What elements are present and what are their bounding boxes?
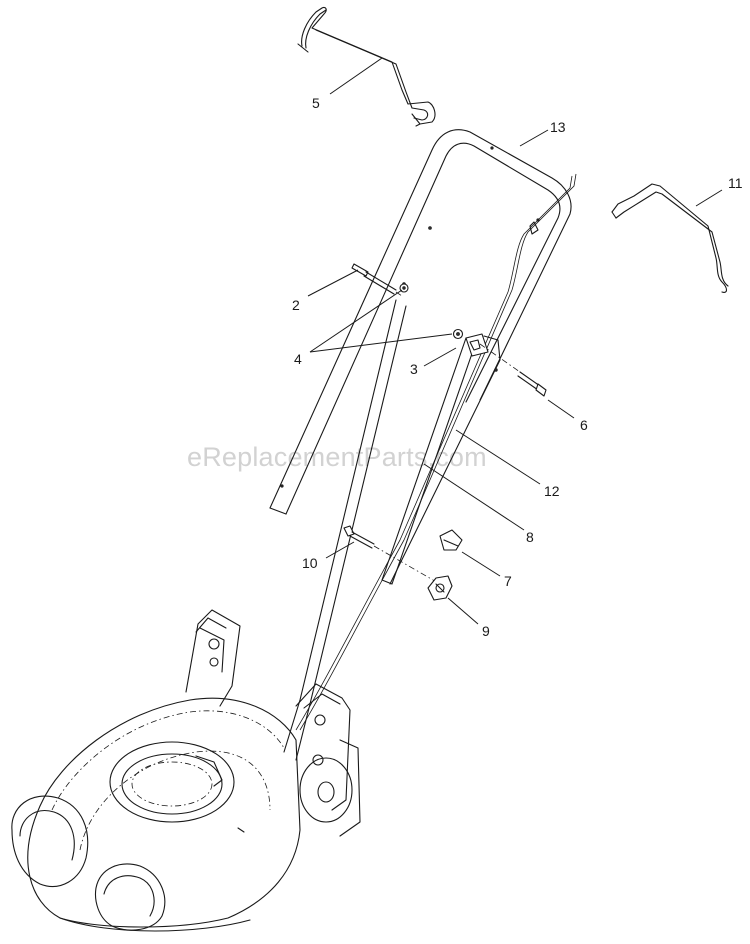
- callout-11: 11: [728, 175, 743, 191]
- callout-9: 9: [482, 623, 490, 639]
- callout-3: 3: [410, 361, 418, 377]
- callout-5: 5: [312, 95, 320, 111]
- callout-4: 4: [294, 351, 302, 367]
- part-13-upper-handle: [269, 129, 572, 515]
- leader-lines: [307, 57, 723, 625]
- callout-7: 7: [504, 573, 512, 589]
- watermark: eReplacementParts.com: [187, 442, 487, 472]
- callout-12: 12: [544, 483, 560, 499]
- part-7-bolt: [439, 529, 463, 551]
- part-4-nuts: [399, 283, 464, 340]
- callout-8: 8: [526, 529, 534, 545]
- callout-10: 10: [302, 555, 318, 571]
- part-11-bail-wire: [611, 183, 729, 293]
- callout-13: 13: [550, 119, 566, 135]
- part-12-lower-handle: [283, 299, 501, 761]
- part-9-knob: [427, 575, 453, 601]
- callout-6: 6: [580, 417, 588, 433]
- part-5-bail-wire: [297, 6, 436, 127]
- part-2-bolt: [351, 263, 403, 297]
- part-3-cable-bracket: [465, 333, 489, 357]
- part-10-bolt: [343, 525, 441, 585]
- mower-deck: [11, 609, 361, 932]
- part-6-bolt: [479, 343, 547, 397]
- callout-labels: 5 13 11 2 4 3 6 12 8 10 7 9: [292, 95, 743, 639]
- callout-2: 2: [292, 297, 300, 313]
- part-8-cable: [295, 173, 577, 731]
